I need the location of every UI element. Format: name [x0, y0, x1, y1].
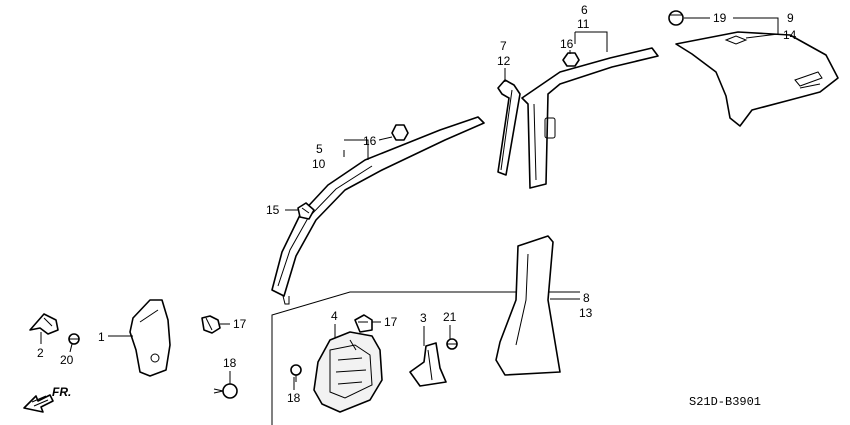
- screw-20: [68, 333, 80, 345]
- callout-15: 15: [266, 203, 280, 217]
- callout-9: 9: [787, 11, 794, 25]
- callout-10: 10: [312, 157, 326, 171]
- callout-7: 7: [500, 39, 507, 53]
- section-divider: [271, 291, 580, 425]
- front-side-trim: [129, 299, 171, 377]
- callout-5: 5: [316, 142, 323, 156]
- center-pillar-lower-garnish: [495, 235, 561, 376]
- callout-8: 8: [583, 291, 590, 305]
- callout-18-right: 18: [287, 391, 301, 405]
- rear-pillar-garnish: [675, 31, 839, 127]
- bracket: [29, 313, 59, 335]
- clip-19: [668, 10, 684, 26]
- callout-14: 14: [783, 28, 797, 42]
- front-direction-arrow-icon: [23, 394, 54, 413]
- fastener-18-left: [213, 383, 238, 399]
- clip-16-upper-a: [391, 124, 409, 141]
- clip-17-right: [354, 314, 373, 333]
- clip-16-upper-b: [562, 52, 580, 67]
- leader-lines: [40, 17, 779, 390]
- callout-17-left: 17: [233, 317, 247, 331]
- callout-11: 11: [577, 17, 590, 31]
- callout-19: 19: [713, 11, 727, 25]
- callout-2: 2: [37, 346, 44, 360]
- clip-15: [297, 202, 315, 220]
- callout-6: 6: [581, 3, 588, 17]
- diagram-code: S21D-B3901: [689, 395, 761, 409]
- callout-21: 21: [443, 310, 457, 324]
- callout-16-a: 16: [363, 134, 377, 148]
- callout-13: 13: [579, 306, 593, 320]
- callout-20: 20: [60, 353, 74, 367]
- pillar-bracket: [409, 342, 447, 387]
- screw-21: [446, 338, 458, 350]
- pillar-weatherstrip-garnish: [497, 79, 521, 176]
- callout-3: 3: [420, 311, 427, 325]
- callout-1: 1: [98, 330, 105, 344]
- fastener-18-right: [290, 364, 302, 382]
- direction-label: FR.: [52, 385, 71, 399]
- kick-panel: [313, 331, 383, 413]
- callout-18-left: 18: [223, 356, 237, 370]
- callout-16-b: 16: [560, 37, 574, 51]
- callout-17-right: 17: [384, 315, 398, 329]
- clip-17-left: [201, 315, 221, 334]
- callout-12: 12: [497, 54, 511, 68]
- callout-4: 4: [331, 309, 338, 323]
- center-pillar-upper-garnish: [521, 47, 659, 189]
